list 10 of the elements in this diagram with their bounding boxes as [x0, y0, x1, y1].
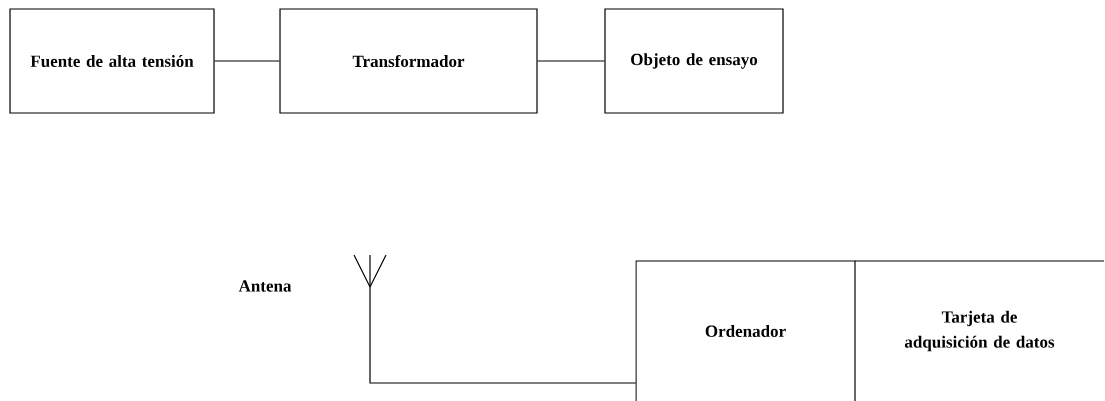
- process-box: Objeto de ensayo: [604, 8, 784, 114]
- process-box: Ordenador: [635, 260, 856, 401]
- node-caption: Antena: [238, 280, 292, 292]
- process-box: Transformador: [279, 8, 538, 114]
- process-box: Fuente de alta tensión: [9, 8, 215, 114]
- connector-line: [214, 60, 280, 62]
- connector-line: [537, 60, 605, 62]
- connector-line: [369, 286, 637, 384]
- antenna-symbol: [353, 254, 387, 289]
- process-box: Tarjeta de adquisición de datos: [854, 260, 1105, 352]
